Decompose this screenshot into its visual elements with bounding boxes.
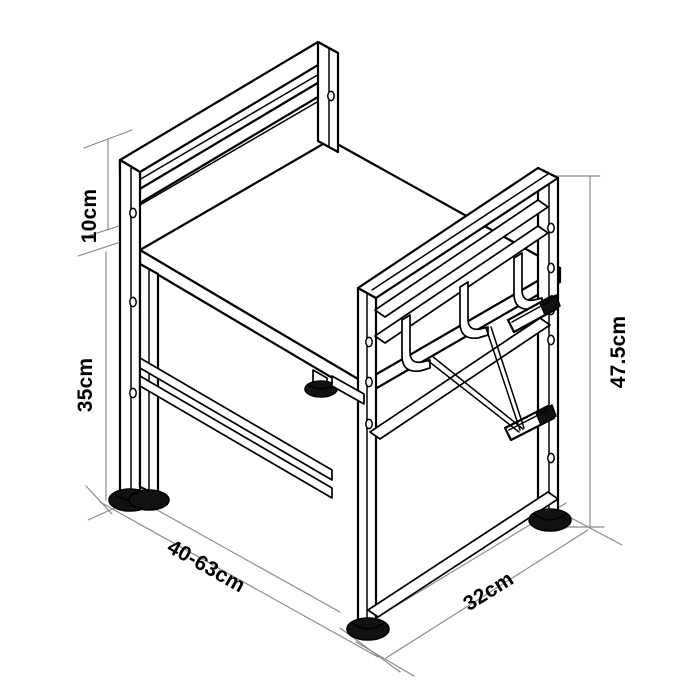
post-hole-icon [365,418,373,430]
dim-32cm-line [385,529,589,659]
foot-front [346,617,390,641]
dim-10cm-ext-top [83,129,133,149]
post-hole-icon [129,387,137,399]
diagonal-brace-2b [490,326,525,429]
right-frame-floor-rail [367,491,559,618]
hook-rail-lower [374,225,549,344]
j-hook-icon [401,314,431,373]
left-lower-brace-bar-2 [139,357,333,481]
post-hole-icon [547,334,555,346]
dimension-label-47_5cm: 47.5cm [607,316,630,388]
post-hole-icon [327,90,335,102]
lower-rod-end-cap [535,404,557,426]
diagonal-brace-2 [485,327,521,431]
foot-right-rear [528,508,572,532]
foot-left-front [128,489,170,511]
feet-group [108,488,572,641]
left-lower-brace-bar [139,375,333,499]
dim-47_5cm-geometry [553,175,605,528]
left-rear-post [118,158,142,502]
j-hook-icon [513,252,543,311]
dim-32cm-tick-start [355,641,415,677]
post-hole-icon [129,207,137,219]
upper-rod [506,294,561,334]
diagonal-brace-1 [426,359,520,433]
diagonal-brace-1b [431,355,524,430]
dimension-label-35cm: 35cm [74,358,97,413]
upper-rod-crease [511,299,553,323]
upper-rod-end-cap [539,294,561,316]
diagonal-brace-group [426,326,525,433]
center-support-leg [304,369,338,398]
backsplash-inner-line-2 [139,90,337,206]
right-top-rail-crease [371,173,549,291]
dim-40-63cm-tick-start [85,485,113,515]
lower-rod-crease [508,409,549,431]
post-hole-icon [547,222,555,234]
connector-bar [331,375,365,405]
hook-group [401,252,543,373]
dimension-label-40-63cm: 40-63cm [163,535,249,597]
dimension-label-32cm: 32cm [459,567,517,615]
post-hole-icon [129,296,137,308]
post-hole-icon [547,452,555,464]
ground-guide-left [131,495,341,613]
post-hole-icon [365,336,373,348]
hook-rail-upper [374,199,549,318]
under-shelf-connector [331,375,365,405]
foot-highlight [533,513,567,521]
right-side-frame [356,166,561,630]
foot-highlight [351,622,385,630]
dimension-label-10cm: 10cm [78,189,101,244]
backsplash-inner-line [133,69,327,184]
post-hole-icon [365,376,373,388]
post-hole-icon [547,262,555,274]
backsplash-right-post [316,40,340,154]
dim-40-63cm-line [99,501,379,658]
foot-cap-icon [128,489,170,511]
j-hook-icon [459,281,489,340]
left-side-lower-brace [139,357,333,499]
